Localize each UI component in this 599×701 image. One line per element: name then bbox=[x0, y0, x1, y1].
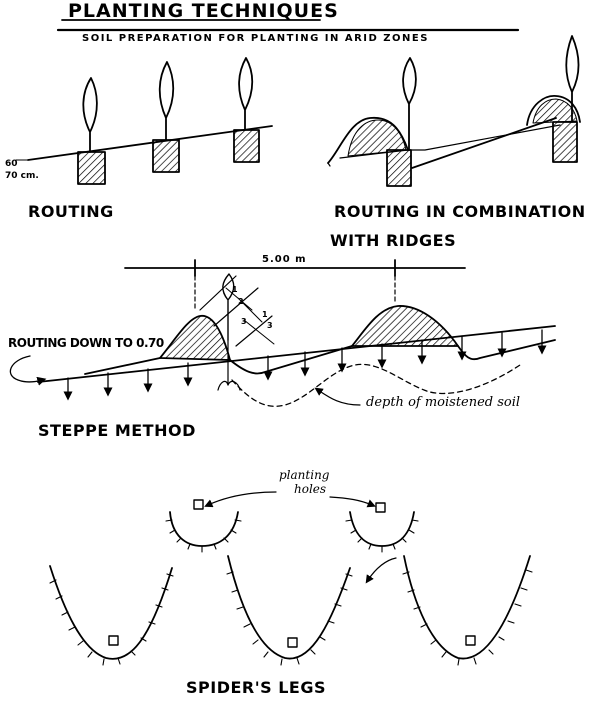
spider-leg-middle bbox=[227, 555, 351, 660]
planting-hole-pointer-left bbox=[204, 491, 277, 508]
depth-label-bottom: 70 cm. bbox=[5, 171, 39, 181]
distance-label: 5.00 m bbox=[262, 254, 307, 265]
planting-hole-3 bbox=[108, 635, 119, 646]
routing-ground-line bbox=[27, 125, 273, 161]
page-title: PLANTING TECHNIQUES bbox=[68, 0, 339, 22]
fraction-label-1: 1 bbox=[232, 285, 238, 294]
steppe-method-diagram bbox=[9, 259, 556, 407]
ridge-mound-2 bbox=[526, 95, 581, 126]
moistened-soil-depth-line bbox=[231, 363, 521, 407]
steppe-ridge-2 bbox=[351, 305, 459, 347]
small-cup-left bbox=[169, 511, 239, 547]
infiltration-arrows bbox=[63, 329, 547, 401]
planting-hole-4 bbox=[287, 637, 298, 648]
planting-trench-3 bbox=[233, 129, 260, 163]
planting-holes-label-line1: planting bbox=[279, 468, 330, 482]
spiders-legs-diagram bbox=[49, 491, 533, 666]
ridges-caption-line2: WITH RIDGES bbox=[330, 231, 457, 250]
planting-hole-pointer-right bbox=[329, 496, 376, 508]
planting-hole-5 bbox=[465, 635, 476, 646]
seedling-icon-4 bbox=[402, 57, 417, 151]
steppe-ground-line bbox=[37, 325, 556, 383]
steppe-ridge-1 bbox=[159, 315, 231, 361]
ridges-caption-line1: ROUTING IN COMBINATION bbox=[334, 202, 586, 221]
seedling-icon-6 bbox=[222, 273, 235, 341]
fraction-label-3: 3 bbox=[241, 317, 247, 326]
page-subtitle: SOIL PREPARATION FOR PLANTING IN ARID ZO… bbox=[82, 33, 429, 44]
seedling-icon-3 bbox=[238, 57, 254, 131]
fraction-label-2: 2 bbox=[238, 297, 244, 306]
spider-leg-left bbox=[49, 565, 173, 660]
steppe-caption: STEPPE METHOD bbox=[38, 421, 196, 440]
seedling-icon-5 bbox=[565, 35, 580, 123]
moistened-soil-label: depth of moistened soil bbox=[366, 395, 521, 410]
seedling-icon-2 bbox=[158, 61, 175, 141]
planting-holes-label-line2: holes bbox=[294, 482, 327, 496]
seedling-roots-icon bbox=[217, 380, 241, 391]
depth-label-top: 60 bbox=[5, 159, 18, 169]
routing-depth-pointer-arrow bbox=[9, 355, 47, 386]
routing-with-ridges-diagram bbox=[327, 35, 581, 187]
seedling-icon-1 bbox=[82, 77, 98, 153]
moistened-soil-pointer-arrow bbox=[314, 387, 361, 406]
fraction-label-5: 3 bbox=[267, 321, 273, 330]
planting-trench-1 bbox=[77, 151, 106, 185]
planting-hole-2 bbox=[375, 502, 386, 513]
ridge-ground-line bbox=[411, 117, 557, 169]
spider-leg-ticks bbox=[49, 519, 533, 666]
spider-leg-right bbox=[403, 555, 531, 660]
spider-leg-pointer-arrow bbox=[365, 557, 397, 584]
spiders-legs-caption: SPIDER'S LEGS bbox=[186, 678, 327, 697]
ridge-trench-2 bbox=[552, 121, 578, 163]
planting-hole-1 bbox=[193, 499, 204, 510]
planting-trench-2 bbox=[152, 139, 180, 173]
ridge-trench-1 bbox=[386, 149, 412, 187]
routing-diagram bbox=[15, 57, 273, 185]
routing-depth-label: ROUTING DOWN TO 0.70 bbox=[8, 336, 164, 350]
fraction-label-4: 1 bbox=[262, 310, 268, 319]
routing-caption: ROUTING bbox=[28, 202, 114, 221]
